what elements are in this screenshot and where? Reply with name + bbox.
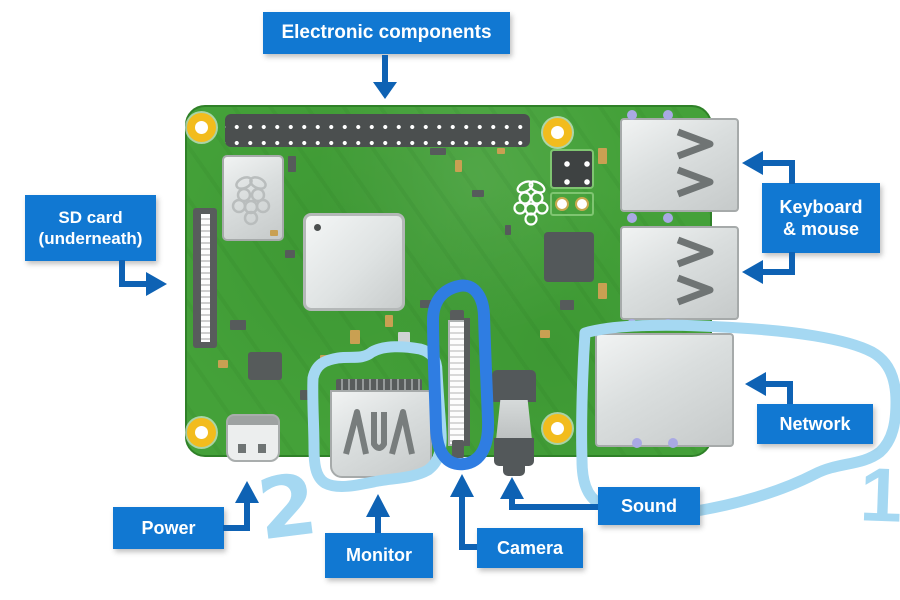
camera-connector-cap <box>452 440 464 458</box>
label-text: Sound <box>621 495 677 516</box>
label-sd-card: SD card (underneath) <box>25 195 156 261</box>
label-text: & mouse <box>782 219 860 239</box>
label-power: Power <box>113 507 224 549</box>
arrowhead-up <box>450 474 474 497</box>
hdmi-port <box>330 390 432 478</box>
mounting-hole <box>187 113 216 142</box>
arrowhead-left <box>742 151 763 175</box>
smd-component <box>430 148 446 155</box>
smd-component <box>598 148 607 164</box>
solder-pad <box>627 213 637 223</box>
smd-component <box>497 148 505 154</box>
label-sound: Sound <box>598 487 700 525</box>
smd-component <box>288 156 296 172</box>
annotation-number-2: 2 <box>252 454 323 560</box>
label-text: Network <box>779 413 851 434</box>
mounting-hole <box>187 418 216 447</box>
arrowhead-left <box>745 372 766 396</box>
arrow-keyboard-bottom <box>763 252 795 275</box>
smd-chip <box>248 352 282 380</box>
audio-jack-tip <box>503 465 525 476</box>
arrowhead-left <box>742 260 763 284</box>
smd-component <box>350 330 360 344</box>
label-camera: Camera <box>477 528 583 568</box>
micro-usb-contact <box>238 444 246 453</box>
solder-pad <box>663 319 673 329</box>
micro-usb-contact <box>258 444 266 453</box>
hdmi-contacts <box>343 409 415 455</box>
solder-pad <box>627 319 637 329</box>
smd-component <box>540 330 550 338</box>
smd-component <box>218 360 228 368</box>
cpu-pin1-dot <box>314 224 321 231</box>
smd-component <box>300 390 314 400</box>
mounting-hole <box>543 118 572 147</box>
smd-component <box>472 190 484 197</box>
label-monitor: Monitor <box>325 533 433 578</box>
jumper-header-1x2 <box>550 192 594 216</box>
gpio-header <box>225 114 530 147</box>
smd-component <box>560 300 574 310</box>
raspberry-outline-icon <box>231 176 271 226</box>
usb-port-top <box>620 118 739 212</box>
arrow-network <box>766 381 793 404</box>
ethernet-port <box>595 333 734 447</box>
wifi-shield-module <box>222 155 284 241</box>
camera-connector-latch <box>464 318 470 446</box>
arrowhead-up <box>500 477 524 499</box>
smd-component <box>455 160 462 172</box>
micro-usb-power-port <box>226 414 280 462</box>
arrow-power <box>223 503 250 531</box>
label-electronic-components: Electronic components <box>263 12 510 54</box>
audio-jack-barrel <box>494 438 534 466</box>
arrowhead-down <box>373 82 397 99</box>
cpu-chip <box>303 213 405 311</box>
label-keyboard-mouse: Keyboard & mouse <box>762 183 880 253</box>
jumper-header-2x2 <box>550 149 594 189</box>
usb-port-bottom <box>620 226 739 320</box>
smd-component <box>505 225 511 235</box>
label-text: (underneath) <box>38 229 143 248</box>
arrowhead-up <box>366 494 390 517</box>
label-text: Keyboard <box>779 196 863 217</box>
display-ribbon-connector <box>193 208 217 348</box>
display-ribbon <box>201 214 210 342</box>
audio-jack <box>492 370 536 402</box>
smd-component <box>398 332 410 348</box>
label-network: Network <box>757 404 873 444</box>
label-text: Power <box>141 517 196 538</box>
smd-component <box>385 315 393 327</box>
audio-jack-body <box>496 400 532 440</box>
label-text: Camera <box>496 537 564 558</box>
usb-ethernet-controller-chip <box>544 232 594 282</box>
smd-component <box>285 250 295 258</box>
smd-component <box>270 230 278 236</box>
arrowhead-right <box>146 272 167 296</box>
solder-pad <box>668 438 678 448</box>
arrow-camera <box>459 497 477 550</box>
solder-pad <box>632 438 642 448</box>
label-text: Electronic components <box>281 22 492 44</box>
smd-component <box>230 320 246 330</box>
mounting-hole <box>543 414 572 443</box>
solder-pad <box>663 110 673 120</box>
label-text: SD card <box>58 207 123 227</box>
annotation-number-1: 1 <box>858 452 900 539</box>
label-text: Monitor <box>346 545 412 566</box>
solder-pad <box>627 110 637 120</box>
arrow-keyboard-top <box>763 160 795 184</box>
arrow-sound <box>509 499 598 510</box>
solder-pad <box>663 213 673 223</box>
smd-component <box>598 283 607 299</box>
arrow-sd-card <box>119 260 146 287</box>
smd-component <box>420 300 432 308</box>
smd-component <box>320 355 328 361</box>
